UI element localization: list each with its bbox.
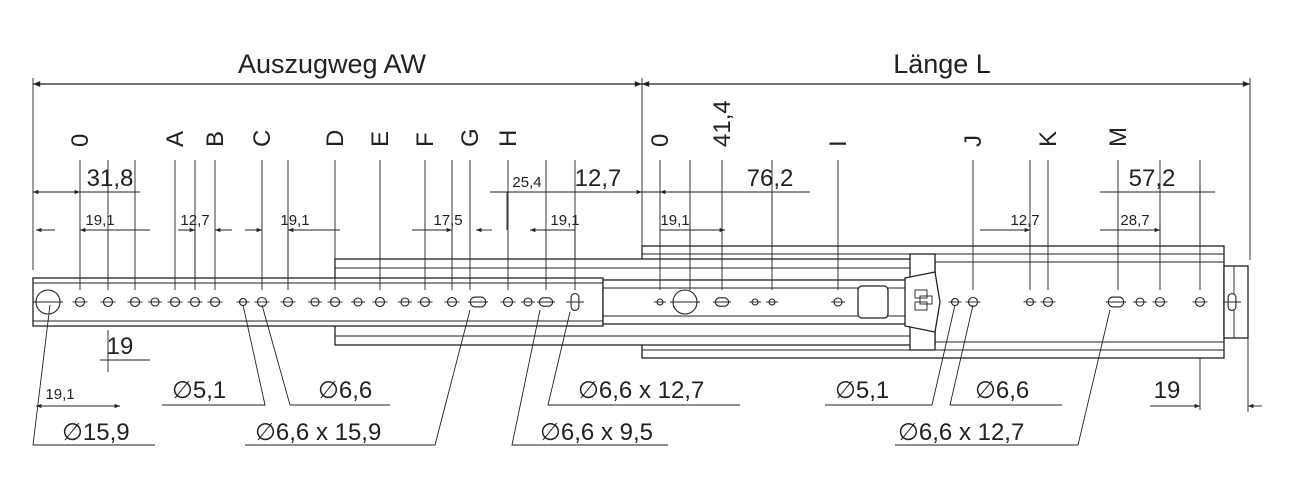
- callout-15-9: ∅15,9: [62, 419, 130, 446]
- position-letter: 0: [647, 134, 674, 147]
- position-letter: I: [825, 140, 852, 147]
- position-letter: E: [367, 131, 394, 147]
- leader-5-1-right: [825, 304, 956, 406]
- dim-19-right: 19: [1154, 377, 1181, 404]
- position-letter: B: [202, 131, 229, 147]
- callout-5-1-left: ∅5,1: [172, 377, 226, 404]
- dim-17-5: 17,5: [433, 212, 462, 229]
- position-letter: G: [457, 128, 484, 147]
- dim-25-4: 25,4: [512, 174, 541, 191]
- leader-15-9: [32, 304, 155, 446]
- laenge-label: Länge L: [893, 49, 991, 79]
- position-letter: C: [249, 130, 276, 147]
- callout-6-6x9-5: ∅6,6 x 9,5: [540, 419, 653, 446]
- position-letter: K: [1035, 131, 1062, 147]
- position-letter: 0: [67, 134, 94, 147]
- callout-6-6x12-7-mid: ∅6,6 x 12,7: [578, 377, 704, 404]
- callout-6-6-left: ∅6,6: [318, 377, 372, 404]
- leader-5-1-left: [162, 304, 266, 406]
- position-letter: H: [495, 130, 522, 147]
- dim-19-1-bottom: 19,1: [45, 386, 74, 403]
- dim-19-1-d: 19,1: [660, 212, 689, 229]
- dim-12-7-c: 12,7: [1010, 212, 1039, 229]
- callout-6-6x12-7-right: ∅6,6 x 12,7: [898, 419, 1024, 446]
- dim-57-2: 57,2: [1129, 165, 1176, 192]
- dim-19-1-b: 19,1: [280, 212, 309, 229]
- leader-6-6x12-7-mid: [547, 311, 740, 406]
- dim-31-8: 31,8: [87, 165, 134, 192]
- leader-6-6-left: [261, 304, 390, 406]
- position-letter: 41,4: [709, 100, 736, 147]
- callout-6-6-right: ∅6,6: [975, 377, 1029, 404]
- auszugweg-label: Auszugweg AW: [238, 49, 427, 79]
- position-letter: D: [322, 130, 349, 147]
- mounting-holes: [33, 289, 1241, 315]
- dim-19-1-c: 19,1: [550, 212, 579, 229]
- leader-6-6x9-5: [511, 309, 668, 446]
- callout-6-6x15-9: ∅6,6 x 15,9: [255, 419, 381, 446]
- callout-5-1-right: ∅5,1: [835, 377, 889, 404]
- centerlines: [79, 160, 1201, 290]
- position-letter: A: [162, 131, 189, 147]
- dim-28-7: 28,7: [1120, 212, 1149, 229]
- leader-6-6x15-9: [245, 309, 471, 446]
- position-letter: F: [412, 132, 439, 147]
- leader-6-6-right: [949, 304, 1062, 406]
- dim-19-bottom: 19: [107, 333, 134, 360]
- lock-mechanism: [857, 271, 941, 333]
- leader-6-6x12-7-right: [895, 309, 1111, 446]
- position-letter: J: [960, 135, 987, 147]
- dim-19-1-a: 19,1: [85, 212, 114, 229]
- dim-76-2: 76,2: [747, 165, 794, 192]
- position-letter: M: [1105, 127, 1132, 147]
- dim-12-7-b: 12,7: [575, 165, 622, 192]
